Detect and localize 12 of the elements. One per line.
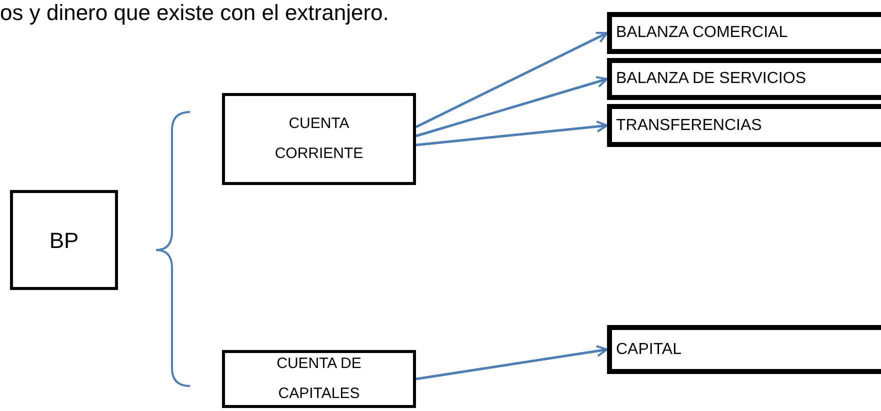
text-box: CUENTA CORRIENTE [222,93,416,185]
arrow [416,76,608,138]
arrow [416,345,608,380]
text-box: TRANSFERENCIAS [607,104,881,147]
text-box: BALANZA DE SERVICIOS [607,58,881,100]
heading-text: os y dinero que existe con el extranjero. [0,0,389,26]
arrow [415,32,608,128]
text-box: CAPITAL [607,325,881,374]
text-box: CUENTA DE CAPITALES [222,350,416,408]
text-box: BALANZA COMERCIAL [607,12,881,54]
arrow [416,120,608,146]
text-box: BP [10,190,118,290]
